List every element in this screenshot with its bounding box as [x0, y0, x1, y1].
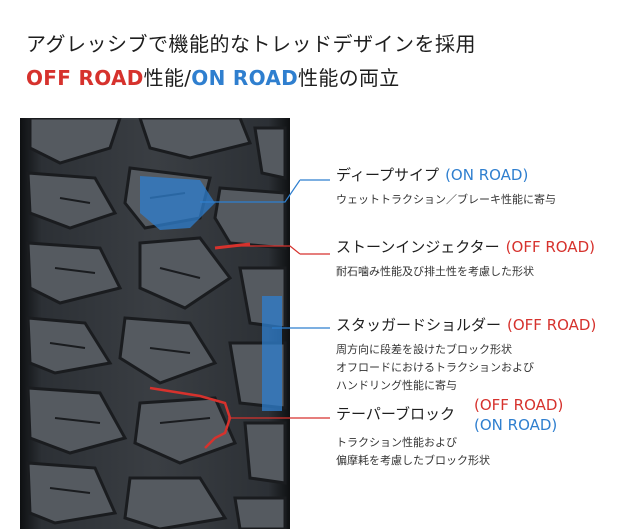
performance-label-1: 性能/ [143, 66, 192, 90]
staggered-shoulder-highlight [262, 296, 282, 411]
on-road-label: ON ROAD [191, 66, 299, 90]
callout-desc: 周方向に段差を設けたブロック形状 オフロードにおけるトラクションおよび ハンドリ… [336, 341, 596, 395]
deep-sipe-highlight [140, 176, 215, 230]
off-road-label: OFF ROAD [26, 66, 144, 90]
desc-line: 周方向に段差を設けたブロック形状 [336, 343, 512, 356]
on-road-tag: (ON ROAD) [474, 416, 558, 434]
callout-desc: トラクション性能および 偏摩耗を考慮したブロック形状 [336, 434, 490, 470]
callout-title: ストーンインジェクター [336, 238, 500, 256]
performance-label-2: 性能の両立 [298, 66, 400, 90]
callout-title: テーパーブロック [336, 405, 455, 423]
desc-line: トラクション性能および [336, 436, 457, 449]
callout-desc: ウェットトラクション／ブレーキ性能に寄与 [336, 193, 556, 206]
on-road-tag: (ON ROAD) [445, 166, 529, 184]
off-road-tag: (OFF ROAD) [474, 396, 564, 414]
callout-tags: (OFF ROAD) (ON ROAD) [474, 395, 563, 435]
leader-lines [200, 179, 300, 419]
callout-deep-sipe: ディープサイプ (ON ROAD) ウェットトラクション／ブレーキ性能に寄与 [336, 164, 556, 209]
desc-line: オフロードにおけるトラクションおよび [336, 361, 534, 374]
off-road-tag: (OFF ROAD) [505, 238, 595, 256]
leader-line-extensions [300, 179, 330, 419]
desc-line: 偏摩耗を考慮したブロック形状 [336, 454, 490, 467]
callout-title: ディープサイプ [336, 166, 440, 184]
callout-taper-block: テーパーブロック (OFF ROAD) (ON ROAD) トラクション性能およ… [336, 396, 563, 470]
callout-staggered-shoulder: スタッガードショルダー (OFF ROAD) 周方向に段差を設けたブロック形状 オ… [336, 314, 596, 395]
callout-title: スタッガードショルダー [336, 316, 502, 334]
headline: アグレッシブで機能的なトレッドデザインを採用 [26, 32, 476, 56]
tread-sipes [49, 192, 211, 494]
callout-desc: 耐石噛み性能及び排土性を考慮した形状 [336, 265, 534, 278]
desc-line: ハンドリング性能に寄与 [336, 379, 457, 392]
off-road-tag: (OFF ROAD) [507, 316, 597, 334]
callout-stone-injector: ストーンインジェクター (OFF ROAD) 耐石噛み性能及び排土性を考慮した形状 [336, 236, 595, 281]
subhead: OFF ROAD性能/ON ROAD性能の両立 [26, 62, 400, 91]
tire-tread-image [20, 118, 300, 529]
